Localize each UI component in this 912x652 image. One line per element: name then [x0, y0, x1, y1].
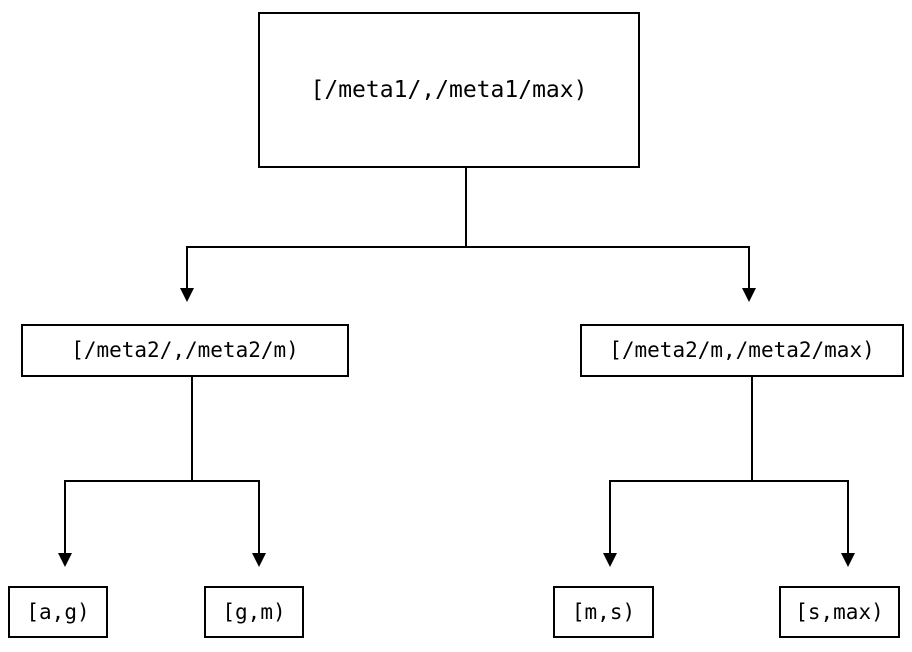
- edge-mid-left-stem: [191, 377, 193, 481]
- arrowhead-down-icon-leaf-2: [603, 553, 617, 567]
- edge-root-stem: [465, 168, 467, 247]
- tree-node-leaf-0: [a,g): [8, 586, 108, 638]
- edge-mid-left-to-leaf-1: [258, 480, 260, 554]
- tree-node-root-label: [/meta1/,/meta1/max): [310, 76, 588, 103]
- arrowhead-down-icon-leaf-3: [841, 553, 855, 567]
- edge-mid-right-to-leaf-3: [847, 480, 849, 554]
- arrowhead-down-icon-leaf-1: [252, 553, 266, 567]
- arrowhead-down-icon-mid-left: [180, 288, 194, 302]
- edge-mid-right-stem: [751, 377, 753, 481]
- tree-node-leaf-3-label: [s,max): [795, 599, 884, 624]
- tree-node-leaf-1: [g,m): [204, 586, 304, 638]
- edge-mid-left-to-leaf-0: [64, 480, 66, 554]
- edge-root-to-mid-right: [748, 246, 750, 289]
- tree-node-mid-right-label: [/meta2/m,/meta2/max): [609, 338, 875, 362]
- tree-node-mid-left: [/meta2/,/meta2/m): [21, 324, 349, 377]
- tree-node-leaf-0-label: [a,g): [26, 599, 90, 624]
- tree-node-mid-left-label: [/meta2/,/meta2/m): [71, 338, 299, 362]
- tree-node-leaf-1-label: [g,m): [222, 599, 286, 624]
- edge-root-to-mid-left: [186, 246, 188, 289]
- tree-node-mid-right: [/meta2/m,/meta2/max): [580, 324, 904, 377]
- arrowhead-down-icon-mid-right: [742, 288, 756, 302]
- tree-node-root: [/meta1/,/meta1/max): [258, 12, 640, 168]
- tree-node-leaf-2-label: [m,s): [571, 599, 636, 624]
- edge-mid-right-to-leaf-2: [609, 480, 611, 554]
- edge-mid-right-horizontal-bar: [609, 480, 849, 482]
- edge-root-horizontal-bar: [186, 246, 749, 248]
- edge-mid-left-horizontal-bar: [64, 480, 260, 482]
- tree-node-leaf-3: [s,max): [779, 586, 900, 638]
- arrowhead-down-icon-leaf-0: [58, 553, 72, 567]
- tree-node-leaf-2: [m,s): [553, 586, 654, 638]
